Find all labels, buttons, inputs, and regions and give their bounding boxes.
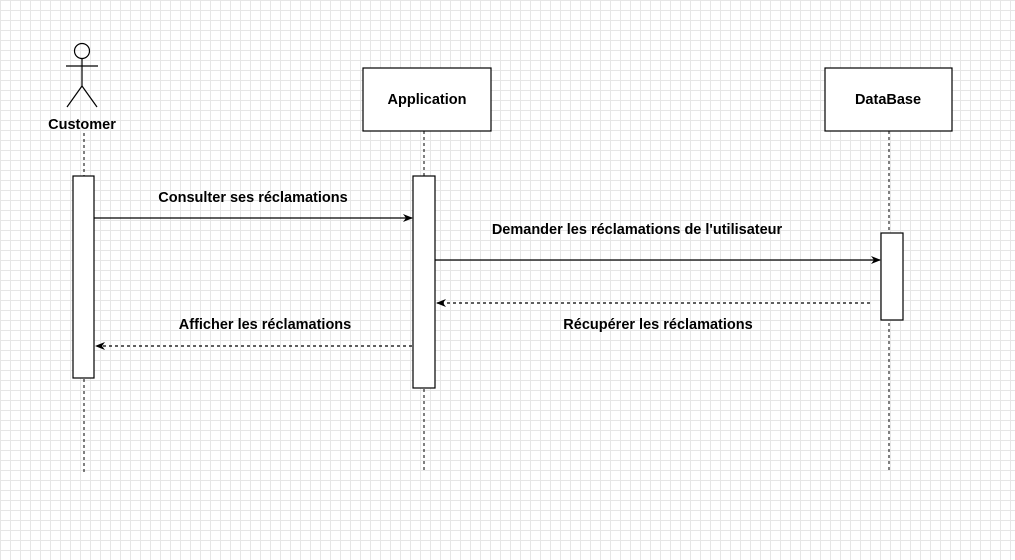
message-label-afficher: Afficher les réclamations (179, 317, 351, 333)
actor-left-leg (66, 85, 83, 108)
message-label-recuperer: Récupérer les réclamations (563, 317, 752, 333)
application-box (362, 67, 492, 132)
customer-label: Customer (48, 117, 116, 133)
database-box (824, 67, 953, 132)
actor-head (73, 42, 91, 60)
actor-right-leg (81, 85, 98, 108)
activation-application (412, 175, 436, 389)
application-label: Application (388, 92, 467, 108)
customer-actor (66, 42, 98, 108)
activation-database (880, 232, 904, 321)
activation-customer (72, 175, 95, 379)
message-label-consulter: Consulter ses réclamations (158, 190, 347, 206)
message-label-demander: Demander les réclamations de l'utilisate… (492, 222, 783, 238)
database-label: DataBase (855, 92, 921, 108)
